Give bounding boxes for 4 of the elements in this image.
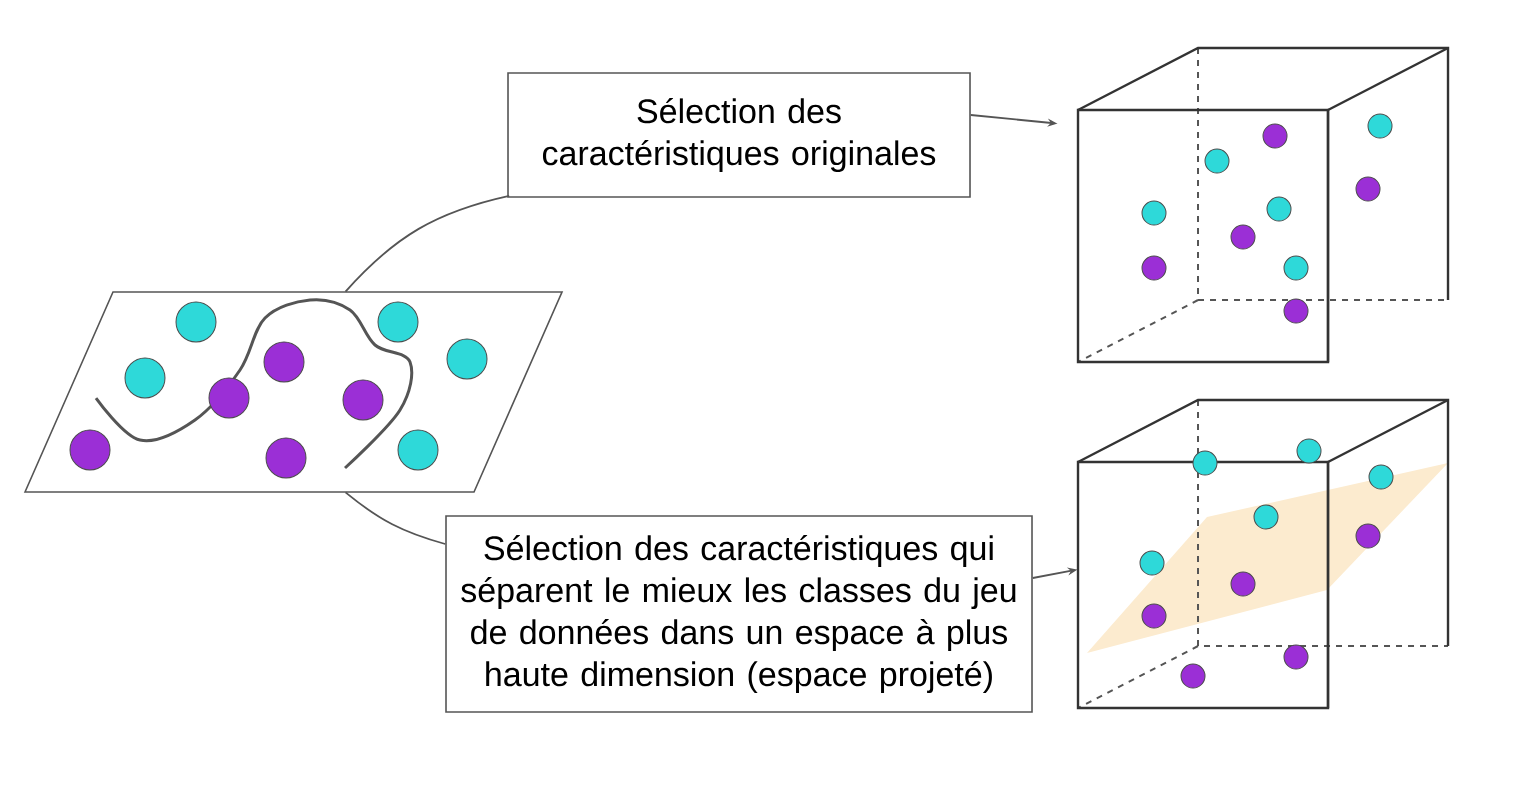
cube-drawing (1076, 398, 1450, 710)
text-box: Sélection des caractéristiques qui séparent le mieux les classes du jeu de données dans un espace à plus haute dimension (espace projeté) (445, 515, 1033, 713)
cube-drawing (1076, 46, 1450, 364)
text-box: Sélection des caractéristiques originales (507, 72, 971, 198)
